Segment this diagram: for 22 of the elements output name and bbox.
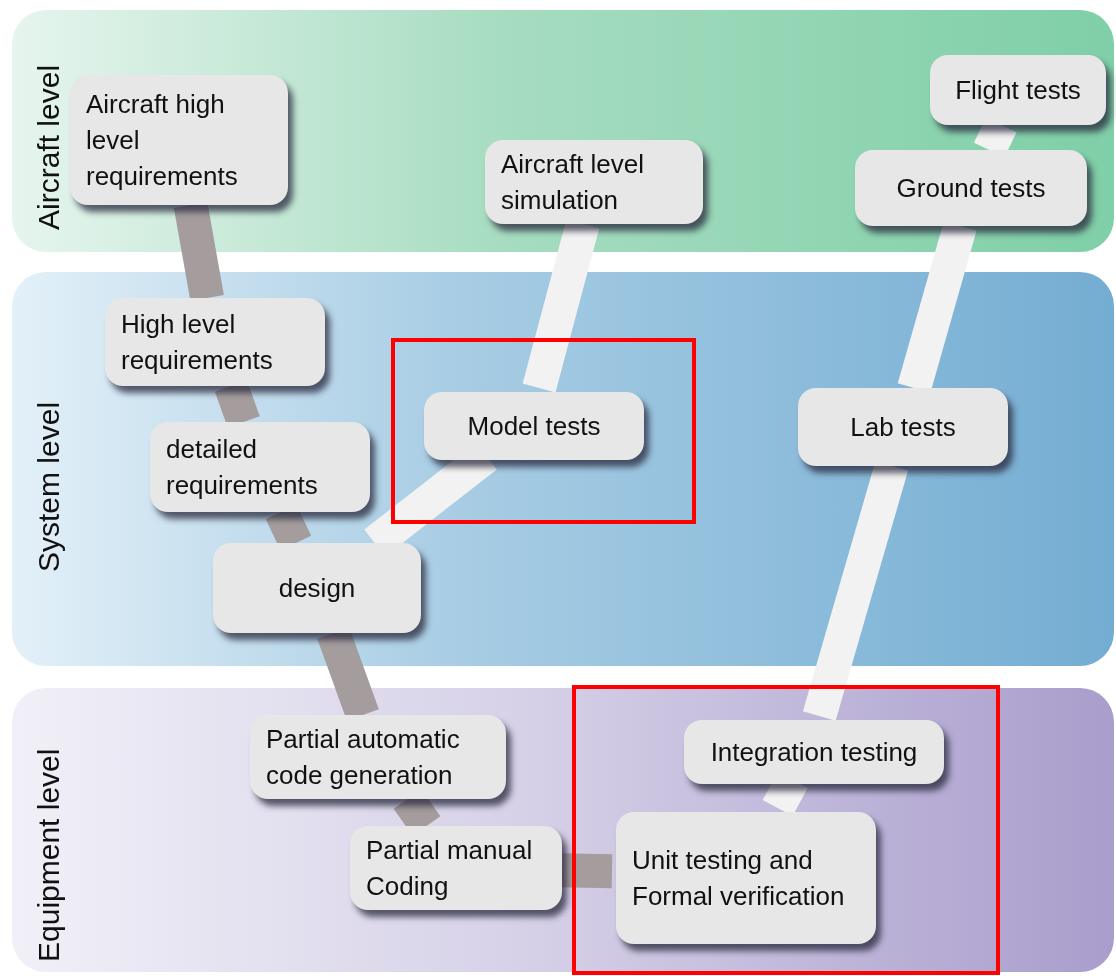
step-box: High level requirements [105, 298, 325, 386]
highlight-frame [391, 338, 696, 524]
level-heading: Equipment level [32, 748, 66, 962]
level-heading: System level [32, 401, 66, 572]
step-box: Flight tests [930, 55, 1106, 125]
step-box: Lab tests [798, 388, 1008, 466]
step-box: Partial manual Coding [350, 826, 562, 910]
level-band [12, 10, 1114, 252]
level-band [12, 272, 1114, 666]
step-box: Integration testing [684, 720, 944, 784]
step-box: Aircraft level simulation [485, 140, 703, 224]
path-band [173, 202, 224, 301]
level-band [12, 688, 1114, 972]
step-box: Aircraft high level requirements [70, 75, 288, 205]
highlight-frame [572, 685, 1000, 975]
step-box: Partial automatic code generation [250, 715, 506, 799]
step-box: design [213, 543, 421, 633]
level-heading: Aircraft level [32, 64, 66, 230]
step-box: detailed requirements [150, 422, 370, 512]
step-box: Ground tests [855, 150, 1087, 226]
step-box: Unit testing and Formal verification [616, 812, 876, 944]
step-box: Model tests [424, 392, 644, 460]
